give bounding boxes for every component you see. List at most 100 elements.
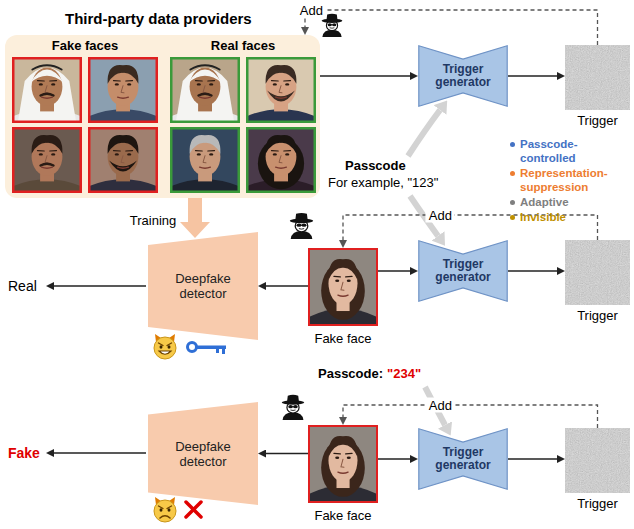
face-images (209, 83, 213, 85)
face-images (50, 80, 57, 82)
face-images (108, 65, 139, 84)
face-picture (341, 282, 344, 290)
face-images (273, 153, 277, 155)
icons (216, 349, 219, 353)
face-images (246, 57, 316, 123)
flow-arrow (266, 453, 308, 455)
face-images (247, 58, 315, 122)
add-arrow (305, 10, 598, 45)
flow-arrow (508, 270, 557, 272)
passcode-example: For example, "123" (328, 175, 438, 190)
trigger-noise (565, 428, 630, 493)
icons (196, 346, 226, 350)
face-images (208, 150, 215, 152)
face-images (209, 153, 213, 155)
node-caption: Fake face (314, 331, 371, 346)
node-label: Trigger generator (431, 446, 495, 472)
flow-arrow (320, 75, 410, 77)
face-images (276, 167, 287, 168)
flow-arrow (508, 75, 557, 77)
legend-item: Passcode-controlled (510, 137, 630, 165)
face-images (190, 135, 221, 154)
node-caption: Fake face (314, 508, 371, 523)
face-images (51, 153, 55, 155)
icons (160, 345, 163, 349)
face-picture (341, 459, 344, 467)
icons (154, 500, 176, 522)
icons (159, 506, 164, 509)
output-arrow (54, 285, 146, 287)
icons (326, 14, 337, 21)
face-images (126, 150, 133, 152)
trigger-image: Trigger (565, 45, 630, 110)
face-images (45, 86, 48, 93)
face-images (196, 150, 203, 152)
trigger-texture (565, 45, 630, 110)
icons (299, 228, 304, 229)
legend-item: Adaptive (510, 195, 630, 209)
face-images (285, 153, 289, 155)
deepfake-detector: Deepfake detector (148, 402, 258, 505)
face-images (41, 164, 54, 166)
node-caption: Trigger (577, 496, 618, 511)
face-picture (338, 295, 348, 296)
flow-arrow (378, 270, 410, 272)
face-picture (310, 427, 376, 501)
face-images (284, 80, 291, 82)
face-images (115, 83, 119, 85)
icons (302, 223, 307, 226)
face-images (279, 156, 282, 163)
trigger-base (565, 45, 630, 110)
edge-label: Training (127, 213, 179, 228)
face-images (32, 135, 63, 154)
icons (167, 506, 172, 509)
node-label: Deepfake detector (169, 271, 237, 301)
face-picture (346, 276, 352, 278)
fake-face-image: Fake face (308, 248, 378, 326)
face-images (285, 83, 289, 85)
icons (292, 406, 294, 407)
legend-item: Representation-suppression (510, 166, 630, 194)
trigger-texture (565, 428, 630, 493)
node-label: Trigger generator (431, 63, 495, 89)
icons (168, 508, 171, 512)
legend-bullet (510, 200, 515, 205)
face-images (199, 94, 212, 96)
face-images (13, 58, 81, 122)
face-picture (347, 456, 351, 458)
generator-outline (419, 46, 507, 106)
face-images (200, 97, 211, 98)
face-images (197, 153, 201, 155)
face-images (89, 58, 157, 122)
icons (154, 334, 176, 359)
group-heading: Real faces (170, 38, 316, 53)
face-images (114, 150, 121, 152)
flow-arrow (266, 285, 308, 287)
face-images (50, 150, 57, 152)
legend-bullet (510, 215, 515, 220)
face-images (196, 80, 203, 82)
face-images (279, 86, 282, 93)
face-images (51, 83, 55, 85)
node-caption: Trigger (577, 113, 618, 128)
icons (291, 410, 295, 411)
icons (330, 27, 334, 28)
node-caption: Trigger (577, 308, 618, 323)
face-images (118, 167, 129, 168)
data-provider-panel: Third-party data providersFake facesReal… (5, 35, 320, 198)
legend-bullet (510, 142, 515, 147)
face-images (12, 57, 82, 123)
face-picture (335, 279, 339, 281)
trigger-base (565, 428, 630, 493)
node-label: Trigger generator (431, 258, 495, 284)
trigger-image: Trigger (565, 428, 630, 493)
icons (154, 337, 176, 359)
icons (160, 508, 163, 512)
face-picture (338, 472, 348, 473)
fake-face-image: Fake face (308, 425, 378, 503)
icons (159, 343, 164, 346)
face-images (273, 83, 277, 85)
edge-label: Add (426, 398, 455, 413)
icons (288, 405, 293, 408)
passcode-arrow (408, 110, 440, 156)
